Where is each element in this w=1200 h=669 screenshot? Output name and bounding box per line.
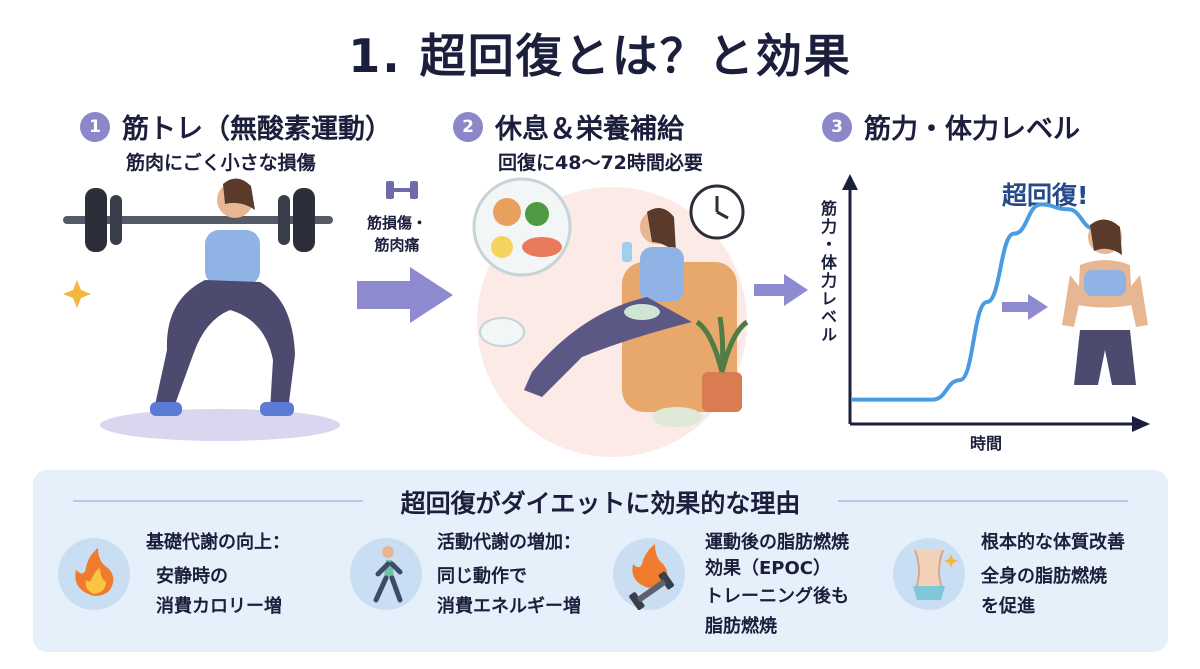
- heading-divider-left: [73, 500, 363, 502]
- dumbbell-fire-icon: [613, 538, 685, 611]
- reason-3-body-line-2: 脂肪燃焼: [705, 616, 777, 637]
- heading-divider-right: [838, 500, 1128, 502]
- small-dumbbell-icon: [386, 181, 418, 199]
- reason-3-body-line-1: トレーニング後も: [705, 586, 849, 607]
- flexed-arm-fire-icon: [58, 538, 130, 610]
- walking-person-icon: [350, 538, 422, 610]
- reason-2-body-line-1: 同じ動作で: [437, 566, 527, 587]
- x-axis-arrowhead: [1132, 416, 1150, 432]
- chart-y-axis-label: 筋力・体力レベル: [818, 200, 837, 344]
- reason-2-title: 活動代謝の増加：: [437, 532, 581, 553]
- recovery-chart: [842, 174, 1150, 432]
- chart-x-axis-label: 時間: [970, 434, 1003, 453]
- arrow-to-result: [1002, 294, 1048, 320]
- step-1-title: 筋トレ（無酸素運動）: [122, 114, 392, 145]
- panel-heading: 超回復がダイエットに効果的な理由: [400, 489, 801, 518]
- reason-4-body-line-2: を促進: [981, 596, 1035, 617]
- arrow-label: 筋損傷・ 筋肉痛: [362, 212, 432, 256]
- squat-illustration: [63, 178, 340, 441]
- step-2-title: 休息＆栄養補給: [495, 114, 684, 145]
- reason-2-body-line-2: 消費エネルギー増: [437, 596, 581, 617]
- reason-1-body: 安静時の 消費カロリー増: [156, 562, 282, 622]
- step-3-header: 3 筋力・体力レベル: [822, 107, 1080, 146]
- arrow-label-line-1: 筋損傷・: [366, 214, 427, 232]
- reason-2-body: 同じ動作で 消費エネルギー増: [437, 562, 581, 622]
- reason-4-body-line-1: 全身の脂肪燃焼: [981, 566, 1107, 587]
- arrow-step1-to-step2: [357, 267, 453, 323]
- reason-3-title: 運動後の脂肪燃焼: [705, 532, 849, 553]
- reason-1-body-line-1: 安静時の: [156, 566, 228, 587]
- step-number-1: 1: [80, 111, 110, 142]
- page-title: 1. 超回復とは？と効果: [348, 29, 852, 83]
- step-1-subtitle: 筋肉にごく小さな損傷: [126, 152, 316, 174]
- step-number-3: 3: [822, 111, 852, 142]
- step-3-title: 筋力・体力レベル: [864, 114, 1080, 145]
- reason-1-body-line-2: 消費カロリー増: [156, 596, 282, 617]
- step-number-2: 2: [453, 111, 483, 142]
- chart-axes: [842, 174, 1150, 432]
- waist-icon: [893, 538, 965, 610]
- level-series-line: [852, 202, 1096, 402]
- reason-3-body: トレーニング後も 脂肪燃焼: [705, 582, 849, 642]
- reason-3-title-line-2: 効果（EPOC）: [705, 558, 831, 579]
- y-axis-arrowhead: [842, 174, 858, 190]
- step-2-subtitle: 回復に48～72時間必要: [498, 152, 703, 174]
- fit-woman-illustration: [1062, 219, 1148, 385]
- step-2-header: 2 休息＆栄養補給: [453, 107, 684, 146]
- arrow-label-line-2: 筋肉痛: [374, 236, 420, 254]
- arrow-step2-to-step3: [754, 274, 808, 306]
- reason-4-title: 根本的な体質改善: [981, 532, 1125, 553]
- step-1-header: 1 筋トレ（無酸素運動）: [80, 107, 392, 146]
- reason-4-body: 全身の脂肪燃焼 を促進: [981, 562, 1107, 622]
- rest-nutrition-illustration: [472, 177, 749, 457]
- reasons-panel: 超回復がダイエットに効果的な理由 基礎代謝の向上： 安静時の 消費カロリー増 活…: [33, 470, 1168, 652]
- reason-1-title: 基礎代謝の向上：: [146, 532, 290, 553]
